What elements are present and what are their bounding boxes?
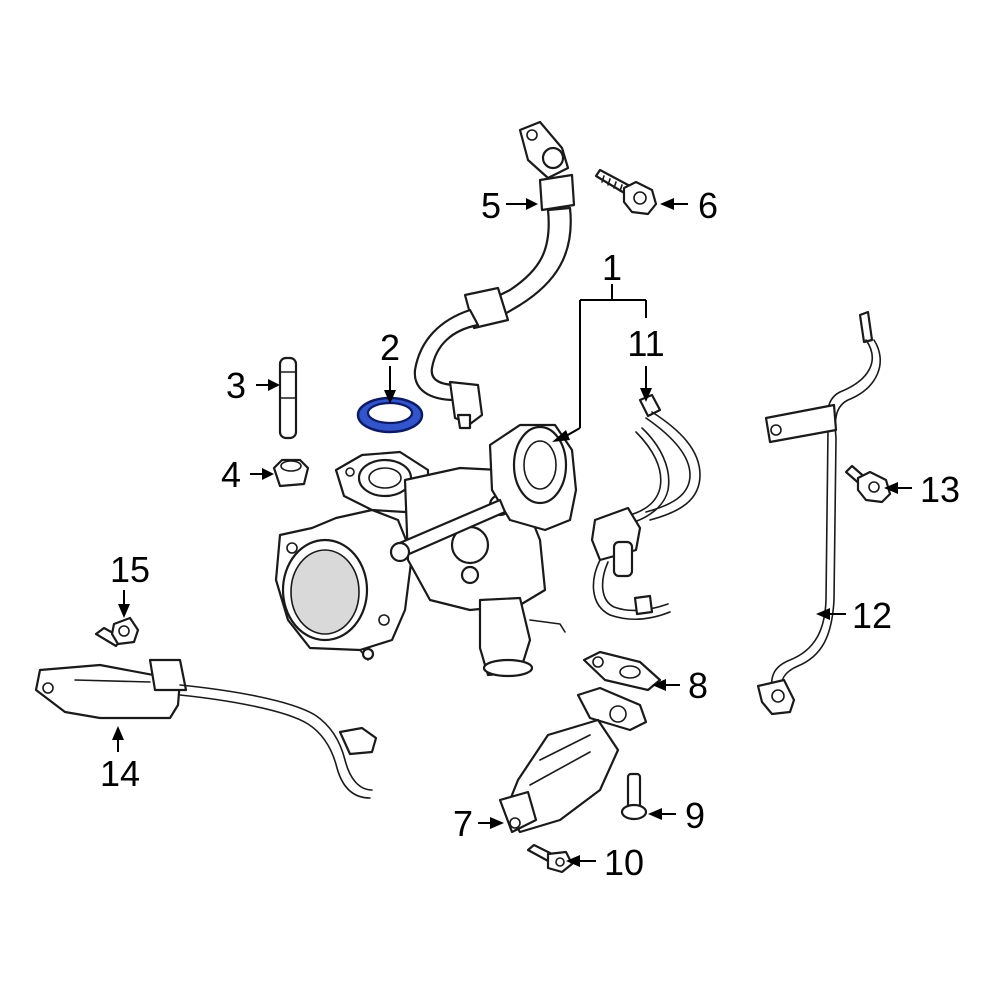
callout-7: 7 <box>453 803 473 844</box>
callout-14: 14 <box>100 753 140 794</box>
callout-4: 4 <box>221 454 241 495</box>
callout-10: 10 <box>604 842 644 883</box>
part-3-stud[interactable] <box>278 356 298 440</box>
part-9-bolt[interactable] <box>620 772 648 821</box>
callout-8: 8 <box>688 665 708 706</box>
part-4-nut[interactable] <box>272 458 310 488</box>
part-6-bolt[interactable] <box>594 168 658 216</box>
part-10-bolt[interactable] <box>526 843 574 874</box>
callout-12: 12 <box>852 595 892 636</box>
part-11-hose-assembly[interactable] <box>590 393 701 621</box>
callout-9: 9 <box>685 795 705 836</box>
part-5-oil-feed-tube[interactable] <box>413 120 576 430</box>
part-8-gasket[interactable] <box>582 650 662 692</box>
part-15-bolt[interactable] <box>94 616 140 648</box>
part-7-cooler[interactable] <box>498 686 648 834</box>
callout-11: 11 <box>627 323 664 364</box>
callout-labels: 1 2 3 4 5 6 7 8 9 10 11 12 13 14 15 <box>100 185 960 883</box>
arrowheads <box>112 198 898 867</box>
callout-5: 5 <box>481 185 501 226</box>
part-13-bolt[interactable] <box>844 464 892 504</box>
callout-3: 3 <box>226 365 246 406</box>
callout-15: 15 <box>110 549 150 590</box>
callout-6: 6 <box>698 185 718 226</box>
leader-lines <box>117 203 912 862</box>
callout-13: 13 <box>920 469 960 510</box>
callout-1: 1 <box>602 247 622 288</box>
callout-2: 2 <box>380 327 400 368</box>
part-14-bracket-tube[interactable] <box>34 658 378 799</box>
part-1-turbocharger[interactable] <box>274 423 578 678</box>
part-12-coolant-tube[interactable] <box>756 310 882 716</box>
